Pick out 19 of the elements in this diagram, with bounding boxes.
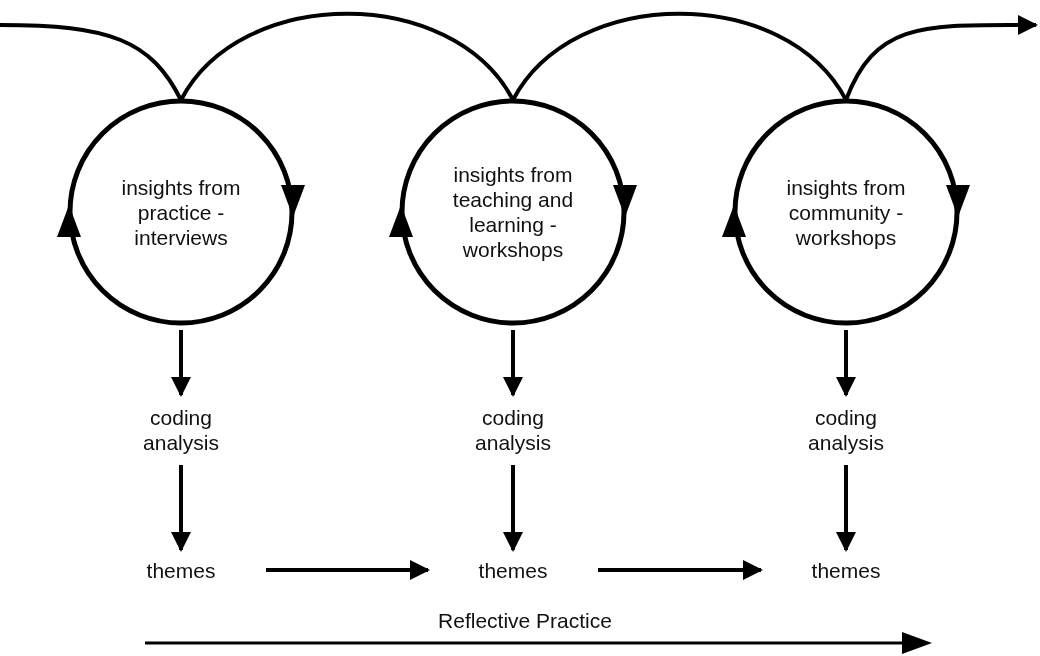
arrow [266, 560, 430, 580]
arrow [836, 330, 856, 397]
arrow [836, 465, 856, 552]
arrow [503, 330, 523, 397]
arrow [844, 14, 1038, 101]
arrow [503, 465, 523, 552]
node-text: themes [477, 557, 549, 583]
node-text: coding analysis [807, 405, 885, 455]
node-text: themes [145, 557, 217, 583]
node-text: insights from community - workshops [785, 174, 907, 250]
node-text: insights from teaching and learning - workshops [451, 162, 575, 262]
axis-label: Reflective Practice [437, 608, 613, 633]
node-text: coding analysis [474, 405, 552, 455]
node-text: coding analysis [142, 405, 220, 455]
arrow [171, 330, 191, 397]
node-text: themes [810, 557, 882, 583]
node-text: insights from practice - interviews [120, 174, 242, 250]
arrow [171, 465, 191, 552]
arrow [598, 560, 763, 580]
